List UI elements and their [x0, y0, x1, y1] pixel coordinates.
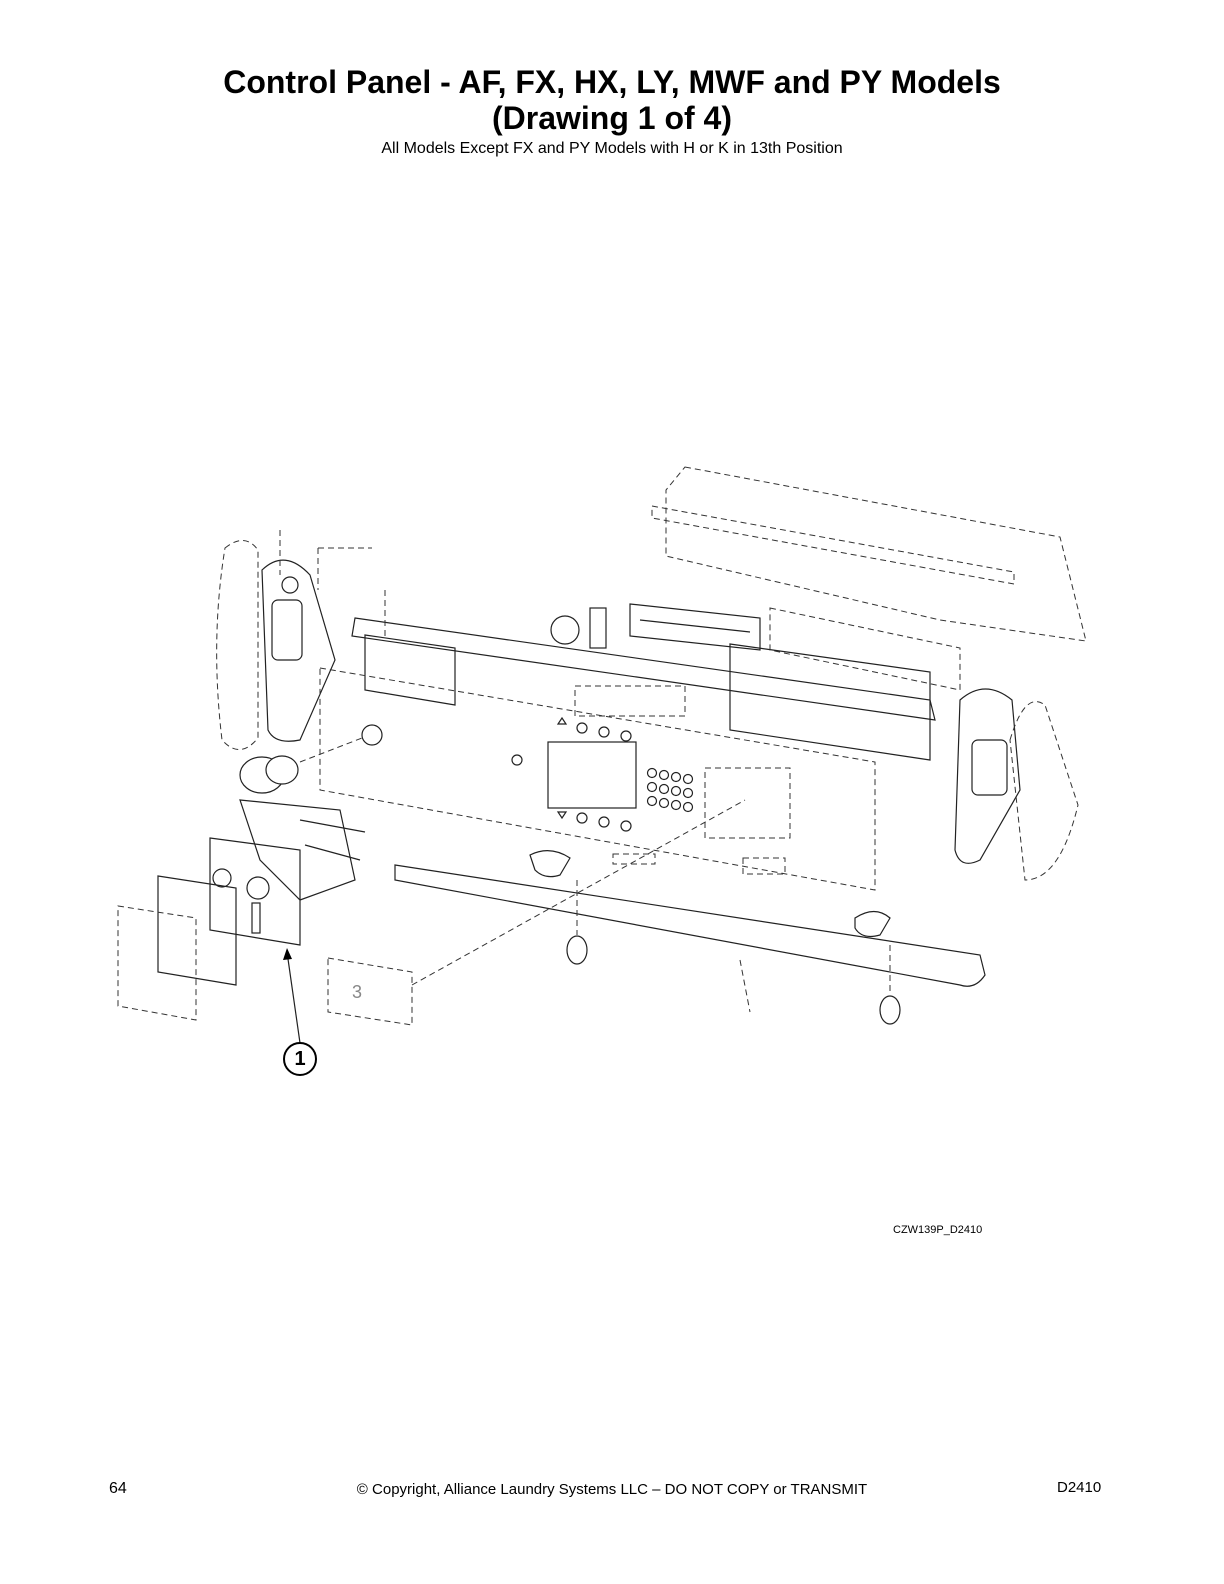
right-end-cap — [954, 688, 1079, 881]
left-end-cap — [216, 530, 372, 750]
top-cover — [651, 466, 1087, 642]
svg-text:3: 3 — [352, 982, 362, 1002]
front-panel — [319, 667, 876, 891]
keypad — [646, 767, 694, 813]
exploded-parts-drawing: 3 — [117, 466, 1087, 1044]
bottom-rail — [394, 850, 986, 987]
control-board — [629, 603, 961, 761]
page-subtitle: All Models Except FX and PY Models with … — [381, 140, 843, 157]
drawing-id: CZW139P_D2410 — [893, 1224, 983, 1236]
copyright-notice: © Copyright, Alliance Laundry Systems LL… — [356, 1481, 868, 1498]
bracket-parts — [364, 607, 607, 706]
callout-1: 1 — [283, 1042, 317, 1076]
label-decal: 3 — [327, 799, 746, 1026]
page-title-line1: Control Panel - AF, FX, HX, LY, MWF and … — [223, 64, 1001, 100]
grommets — [566, 880, 901, 1025]
coin-drop-assembly — [209, 799, 366, 946]
page-number: 64 — [109, 1480, 127, 1497]
coin-door-plates — [117, 875, 237, 1021]
callout-leader — [283, 948, 301, 1044]
callout-number: 1 — [294, 1048, 306, 1070]
dial-knob — [239, 724, 383, 794]
document-code: D2410 — [1057, 1479, 1102, 1496]
back-rail — [351, 590, 936, 721]
page-title-line2: (Drawing 1 of 4) — [491, 100, 732, 136]
